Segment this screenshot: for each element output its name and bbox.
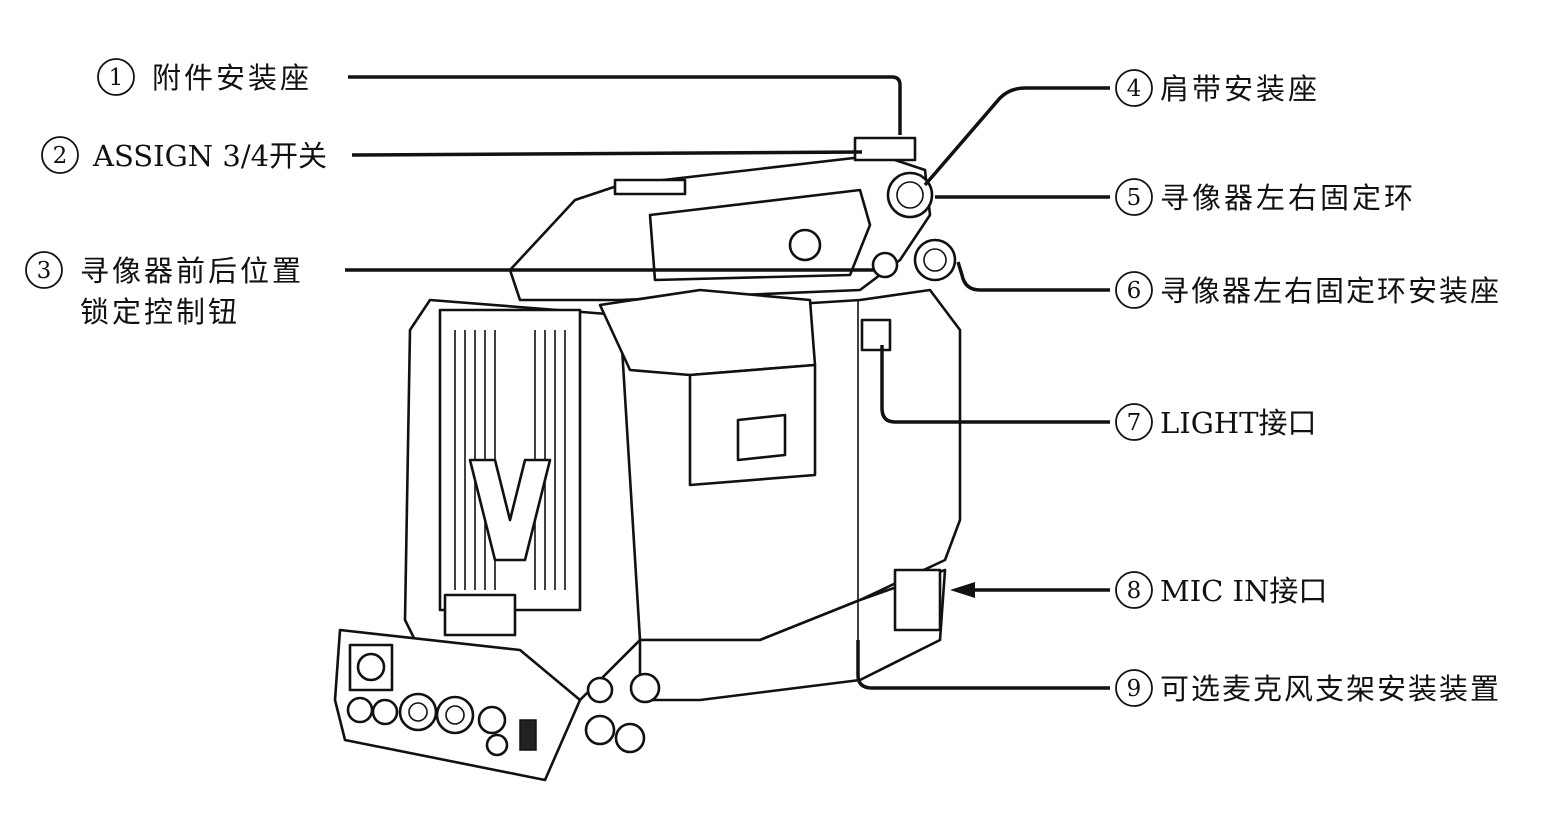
callout-number: 7 xyxy=(1127,410,1142,436)
callout-5: 5 寻像器左右固定环 xyxy=(1115,178,1416,216)
accessory-shoe xyxy=(853,136,917,162)
leader-line-6 xyxy=(956,261,1110,292)
side-panel xyxy=(598,288,817,377)
callout-number: 4 xyxy=(1127,76,1142,102)
leader-line-2 xyxy=(351,150,863,157)
callout-number: 2 xyxy=(53,143,68,169)
callout-label: 寻像器左右固定环 xyxy=(1160,181,1416,215)
callout-number: 1 xyxy=(109,65,124,91)
callout-4: 4 肩带安装座 xyxy=(1115,69,1320,107)
callout-number: 9 xyxy=(1127,676,1142,702)
callout-number-circle xyxy=(1115,669,1153,707)
callout-label-line-2: 锁定控制钮 xyxy=(80,295,240,329)
callout-7: 7 LIGHT接口 xyxy=(1115,403,1317,441)
camera-illustration xyxy=(333,136,962,782)
leader-line-9 xyxy=(856,640,1110,690)
mic-in-connector xyxy=(893,568,942,632)
callout-number-circle xyxy=(1115,271,1153,309)
callout-1: 1 附件安装座 xyxy=(97,58,312,96)
callout-number-circle xyxy=(41,136,79,174)
callout-label-line-1: 寻像器前后位置 xyxy=(80,254,304,288)
callout-3: 3 寻像器前后位置 锁定控制钮 xyxy=(25,251,304,329)
callout-6: 6 寻像器左右固定环安装座 xyxy=(1115,271,1501,309)
callout-number-circle xyxy=(97,58,135,96)
battery-plate-vents xyxy=(438,308,582,637)
viewfinder-ring-mount xyxy=(913,238,957,282)
callout-number: 6 xyxy=(1127,278,1142,304)
callout-2: 2 ASSIGN 3/4开关 xyxy=(41,136,327,174)
viewfinder-ring xyxy=(886,171,934,219)
camera-shoulder-pad xyxy=(638,568,947,702)
callout-label: 肩带安装座 xyxy=(1160,72,1320,106)
callout-number-circle xyxy=(25,251,63,289)
leader-line-7 xyxy=(880,345,1110,424)
leader-lines xyxy=(345,75,1110,690)
callout-number-circle xyxy=(1115,178,1153,216)
leader-arrow-8 xyxy=(950,582,975,598)
callout-label: ASSIGN 3/4开关 xyxy=(92,139,327,173)
leader-line-1 xyxy=(348,75,902,135)
callout-label: 可选麦克风支架安装装置 xyxy=(1160,672,1501,706)
callout-number-circle xyxy=(1115,571,1153,609)
callout-label: MIC IN接口 xyxy=(1160,574,1327,608)
light-connector xyxy=(860,318,892,352)
callout-9: 9 可选麦克风支架安装装置 xyxy=(1115,669,1501,707)
callout-number: 8 xyxy=(1127,578,1142,604)
callout-number-circle xyxy=(1115,403,1153,441)
callout-label: 附件安装座 xyxy=(152,61,312,95)
callout-number-circle xyxy=(1115,69,1153,107)
callout-number: 5 xyxy=(1127,185,1142,211)
callout-label: 寻像器左右固定环安装座 xyxy=(1160,274,1501,308)
callout-label: LIGHT接口 xyxy=(1160,406,1317,440)
callout-8: 8 MIC IN接口 xyxy=(1115,571,1327,609)
callout-number: 3 xyxy=(37,258,52,284)
leader-line-4 xyxy=(923,86,1110,187)
